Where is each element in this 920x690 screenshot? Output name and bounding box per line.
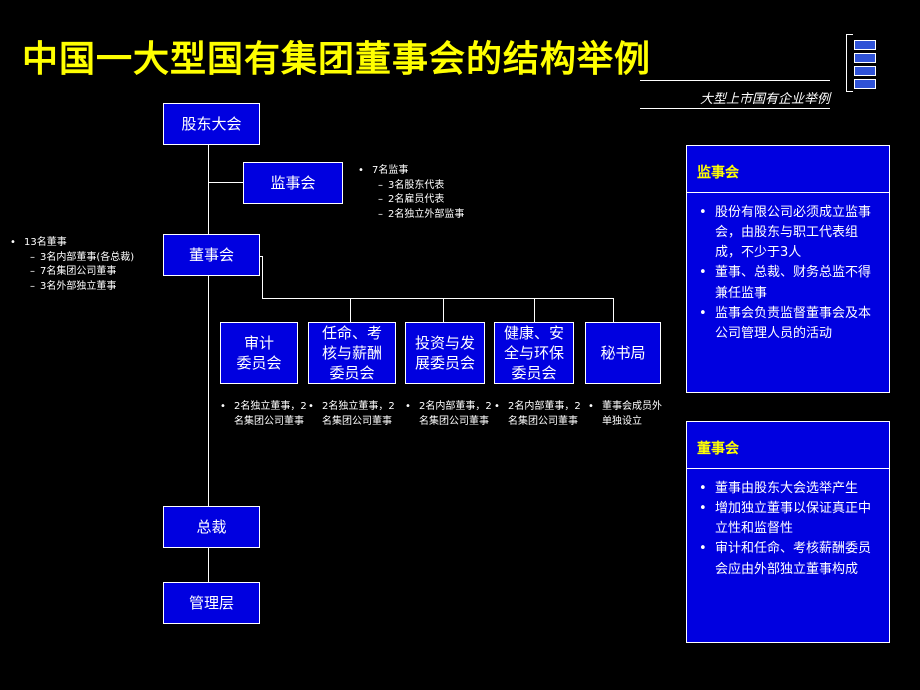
node-secretariat: 秘书局: [585, 322, 661, 384]
secretariat-note: 董事会成员外单独设立: [588, 400, 668, 429]
panel-title: 董事会: [687, 422, 889, 469]
logo-bar: [854, 53, 876, 63]
supervisory-info-panel: 监事会 股份有限公司必须成立监事会，由股东与职工代表组成，不少于3人 董事、总裁…: [686, 145, 890, 393]
node-president: 总裁: [163, 506, 260, 548]
note-sub: 3名内部董事(各总裁): [20, 251, 160, 266]
supervisory-composition-note: 7名监事 3名股东代表 2名雇员代表 2名独立外部监事: [358, 164, 538, 222]
note-sub: 2名雇员代表: [368, 193, 538, 208]
logo-bracket: [846, 34, 853, 92]
note-sub: 2名独立外部监事: [368, 208, 538, 223]
panel-item: 审计和任命、考核薪酬委员会应由外部独立董事构成: [695, 539, 881, 579]
audit-committee-note: 2名独立董事，2名集团公司董事: [220, 400, 308, 429]
node-board-of-directors: 董事会: [163, 234, 260, 276]
committee-drop-line: [613, 298, 614, 322]
node-management: 管理层: [163, 582, 260, 624]
panel-title: 监事会: [687, 146, 889, 193]
stacked-bars-logo-icon: [846, 34, 876, 94]
node-audit-committee: 审计 委员会: [220, 322, 298, 384]
title-divider: [640, 80, 830, 81]
note-sub: 3名外部独立董事: [20, 280, 160, 295]
board-info-panel: 董事会 董事由股东大会选举产生 增加独立董事以保证真正中立性和监督性 审计和任命…: [686, 421, 890, 643]
note-main: 2名内部董事，2名集团公司董事: [494, 400, 582, 429]
supervisory-connector: [208, 182, 244, 183]
page-subtitle: 大型上市国有企业举例: [699, 92, 830, 107]
note-sub: 7名集团公司董事: [20, 265, 160, 280]
node-shareholders-meeting: 股东大会: [163, 103, 260, 145]
board-composition-note: 13名董事 3名内部董事(各总裁) 7名集团公司董事 3名外部独立董事: [10, 236, 160, 294]
committee-drop-line: [534, 298, 535, 322]
main-trunk-line: [208, 144, 209, 506]
logo-bar: [854, 79, 876, 89]
board-drop-line: [262, 256, 263, 298]
node-supervisory-board: 监事会: [243, 162, 343, 204]
nomination-committee-note: 2名独立董事，2名集团公司董事: [308, 400, 396, 429]
logo-bar: [854, 66, 876, 76]
note-main: 2名独立董事，2名集团公司董事: [308, 400, 396, 429]
note-sub: 3名股东代表: [368, 179, 538, 194]
node-nomination-committee: 任命、考 核与薪酬 委员会: [308, 322, 396, 384]
panel-item: 董事、总裁、财务总监不得兼任监事: [695, 263, 881, 303]
committee-drop-line: [443, 298, 444, 322]
committee-bus-line: [262, 298, 614, 299]
note-main: 2名内部董事，2名集团公司董事: [405, 400, 493, 429]
node-health-safety-committee: 健康、安 全与环保 委员会: [494, 322, 574, 384]
node-investment-committee: 投资与发 展委员会: [405, 322, 485, 384]
committee-drop-line: [350, 298, 351, 322]
page-title: 中国一大型国有集团董事会的结构举例: [22, 39, 652, 80]
panel-item: 董事由股东大会选举产生: [695, 479, 881, 499]
note-main: 2名独立董事，2名集团公司董事: [220, 400, 308, 429]
health-committee-note: 2名内部董事，2名集团公司董事: [494, 400, 582, 429]
panel-item: 监事会负责监督董事会及本公司管理人员的活动: [695, 304, 881, 344]
panel-item: 增加独立董事以保证真正中立性和监督性: [695, 499, 881, 539]
investment-committee-note: 2名内部董事，2名集团公司董事: [405, 400, 493, 429]
note-main: 7名监事: [358, 164, 538, 179]
subtitle-divider: [640, 108, 830, 109]
note-main: 董事会成员外单独设立: [588, 400, 668, 429]
note-main: 13名董事: [10, 236, 160, 251]
panel-item: 股份有限公司必须成立监事会，由股东与职工代表组成，不少于3人: [695, 203, 881, 263]
president-connector: [208, 548, 209, 582]
logo-bar: [854, 40, 876, 50]
